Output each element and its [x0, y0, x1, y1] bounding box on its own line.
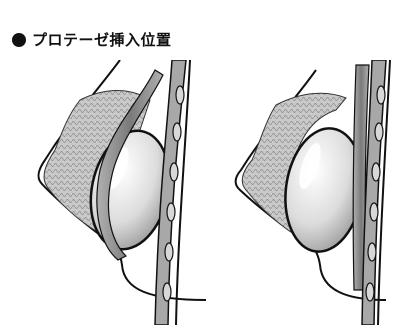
panel-subglandular — [206, 60, 412, 325]
panel-submuscular — [0, 60, 206, 325]
submuscular-illustration — [0, 60, 206, 325]
subglandular-illustration — [206, 60, 412, 325]
figure-header: プロテーゼ挿入位置 — [12, 29, 172, 50]
figure-title: プロテーゼ挿入位置 — [32, 29, 172, 50]
implant-diagram — [0, 60, 413, 325]
bullet-icon — [12, 33, 26, 47]
